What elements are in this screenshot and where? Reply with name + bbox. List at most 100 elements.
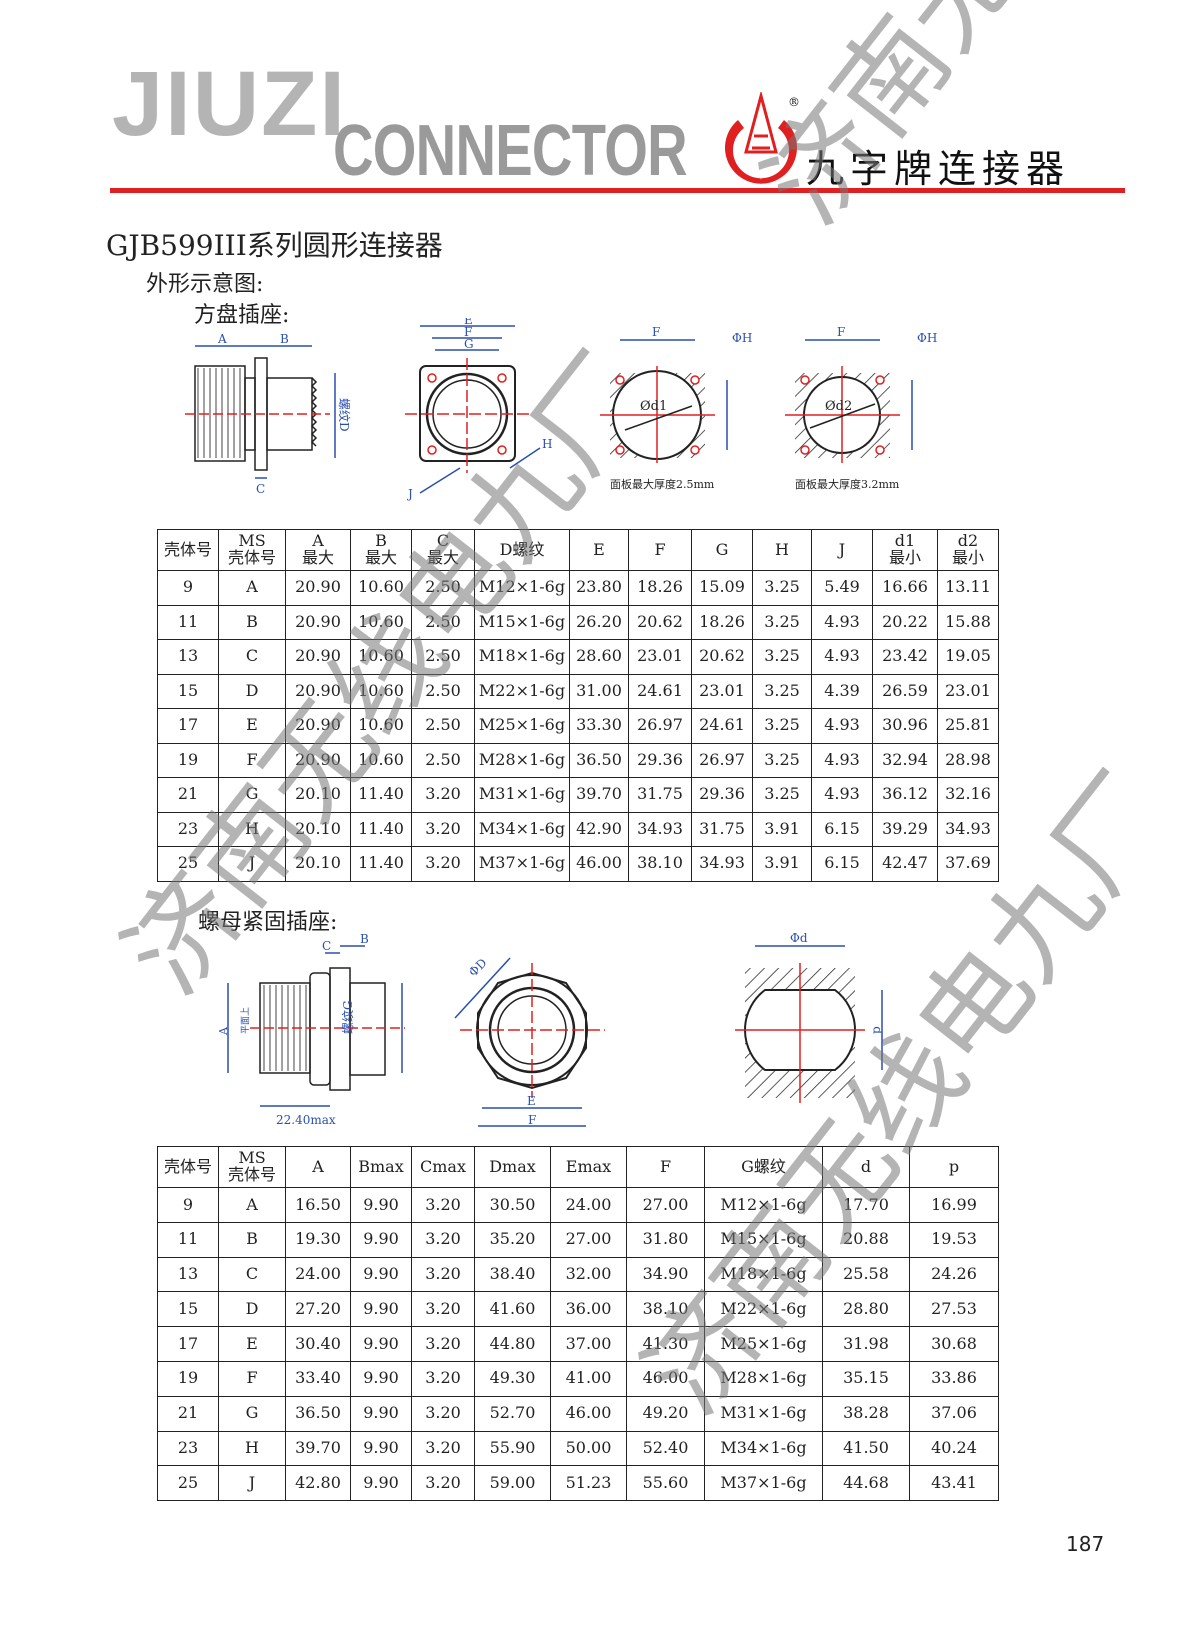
panel-cutout-2-drawing: F ΦH Ød2 面板最大厚度3.2mm [785, 325, 937, 491]
table-cell: 3.20 [411, 1187, 475, 1223]
table-cell: 19.05 [937, 639, 999, 675]
table-cell: 6.15 [811, 846, 873, 882]
front-view-drawing: E F G H J [405, 318, 552, 501]
table-cell: M15×1-6g [704, 1221, 823, 1258]
column-header: F [628, 529, 692, 571]
column-header: Dmax [474, 1146, 551, 1188]
table-cell: 46.00 [569, 846, 629, 882]
table-cell: 26.59 [872, 673, 938, 709]
brand-name: 九字牌连接器 [806, 147, 1071, 191]
table-cell: 9.90 [350, 1360, 412, 1397]
table-cell: M22×1-6g [704, 1291, 823, 1328]
column-header-sublabel: 壳体号 [227, 1165, 276, 1184]
column-header-label: F [659, 1156, 672, 1176]
table-cell: 20.90 [285, 708, 351, 744]
table-cell: 17 [157, 1326, 219, 1362]
table-cell: 10.60 [350, 639, 412, 675]
table-cell: 25 [157, 1465, 219, 1502]
table-cell: M37×1-6g [704, 1465, 823, 1502]
table-cell: 16.66 [872, 570, 938, 606]
svg-text:C: C [322, 939, 331, 953]
table-cell: 50.00 [550, 1430, 627, 1467]
table-cell: 4.93 [811, 639, 873, 675]
table-cell: C [218, 1256, 286, 1293]
column-header-sublabel: 最大 [364, 548, 397, 567]
column-header-label: C [436, 531, 450, 551]
table-cell: 3.25 [752, 708, 812, 744]
table-cell: 9.90 [350, 1430, 412, 1467]
table-cell: 19.30 [285, 1221, 351, 1258]
table-cell: 55.90 [474, 1430, 551, 1467]
table-cell: 10.60 [350, 673, 412, 709]
table-cell: 31.75 [691, 811, 753, 847]
table-cell: M28×1-6g [704, 1360, 823, 1397]
table-cell: 35.15 [822, 1360, 910, 1397]
svg-text:A: A [217, 1026, 230, 1036]
table-cell: 2.50 [411, 570, 475, 606]
table-cell: 41.50 [822, 1430, 910, 1467]
svg-text:面板最大厚度2.5mm: 面板最大厚度2.5mm [610, 477, 715, 491]
table-cell: 20.90 [285, 639, 351, 675]
column-header-label: 壳体号 [163, 1156, 212, 1176]
table-cell: M37×1-6g [474, 846, 570, 882]
table-cell: E [218, 708, 286, 744]
table-cell: 52.40 [626, 1430, 705, 1467]
table-cell: 52.70 [474, 1395, 551, 1432]
table-cell: 9.90 [350, 1221, 412, 1258]
table-cell: B [218, 1221, 286, 1258]
column-header-sublabel: 最大 [301, 548, 334, 567]
table-cell: 11 [157, 1221, 219, 1258]
jam-nut-side-view-drawing: C B A 平面上 螺纹G 22.40max [217, 932, 405, 1127]
table-cell: 11 [157, 604, 219, 640]
svg-text:ΦH: ΦH [917, 331, 937, 345]
table-cell: 3.25 [752, 570, 812, 606]
table-cell: 3.20 [411, 1465, 475, 1502]
section2-title: 螺母紧固插座: [198, 910, 338, 935]
table-cell: 33.30 [569, 708, 629, 744]
table-cell: 3.25 [752, 604, 812, 640]
table-cell: 33.86 [909, 1360, 999, 1397]
table-cell: 3.91 [752, 811, 812, 847]
table-cell: 27.53 [909, 1291, 999, 1328]
table-cell: 23.42 [872, 639, 938, 675]
table-cell: 3.25 [752, 673, 812, 709]
column-header-label: G螺纹 [741, 1156, 786, 1176]
table-cell: 23 [157, 811, 219, 847]
table-cell: 20.10 [285, 846, 351, 882]
table-cell: 5.49 [811, 570, 873, 606]
table-cell: 3.25 [752, 777, 812, 813]
table-cell: 18.26 [628, 570, 692, 606]
column-header-label: d1 [894, 531, 916, 551]
table-cell: 4.93 [811, 708, 873, 744]
table-cell: 28.80 [822, 1291, 910, 1328]
table-cell: J [218, 1465, 286, 1502]
table-cell: M28×1-6g [474, 742, 570, 778]
table-cell: 30.40 [285, 1326, 351, 1362]
table-cell: 39.29 [872, 811, 938, 847]
svg-text:螺纹D: 螺纹D [337, 398, 351, 432]
table-cell: 36.00 [550, 1291, 627, 1328]
table-cell: 19.53 [909, 1221, 999, 1258]
table-cell: 20.62 [628, 604, 692, 640]
table-cell: 38.10 [626, 1291, 705, 1328]
table-cell: 24.00 [550, 1187, 627, 1223]
table-cell: 3.20 [411, 846, 475, 882]
table-cell: 31.80 [626, 1221, 705, 1258]
table-cell: 16.50 [285, 1187, 351, 1223]
table-cell: 15.09 [691, 570, 753, 606]
table-cell: 6.15 [811, 811, 873, 847]
column-header: G螺纹 [704, 1146, 823, 1188]
table-cell: 3.20 [411, 777, 475, 813]
table-cell: 2.50 [411, 604, 475, 640]
table-cell: 20.90 [285, 570, 351, 606]
svg-text:面板最大厚度3.2mm: 面板最大厚度3.2mm [795, 477, 900, 491]
column-header-sublabel: 最大 [426, 548, 459, 567]
table-cell: 59.00 [474, 1465, 551, 1502]
column-header: J [811, 529, 873, 571]
